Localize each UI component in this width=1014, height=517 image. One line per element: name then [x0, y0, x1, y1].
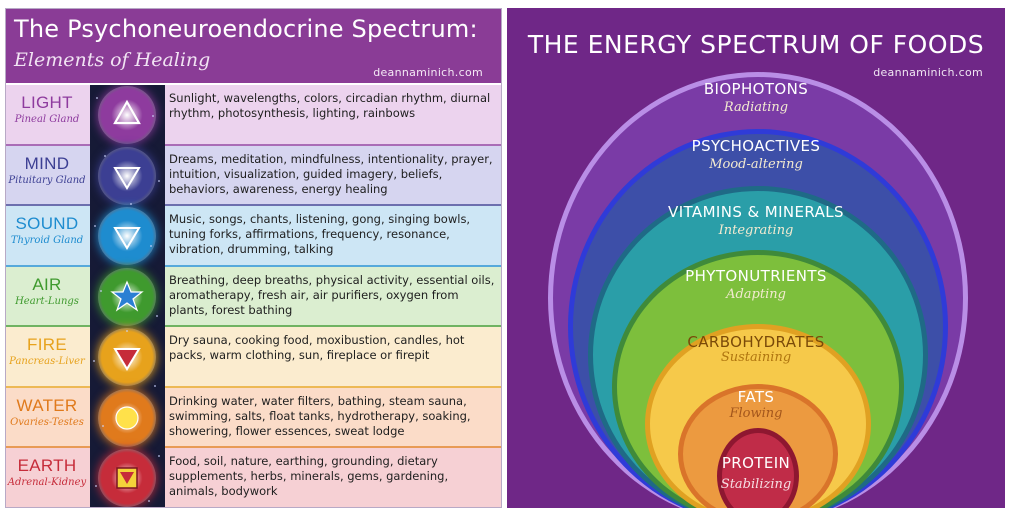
star-dot — [96, 97, 98, 99]
layer-label: PROTEIN — [721, 454, 791, 472]
layer-sublabel: Adapting — [726, 287, 786, 302]
green-chakra-star-icon — [98, 267, 156, 326]
layer-sublabel: Flowing — [729, 406, 783, 421]
layer-label: BIOPHOTONS — [703, 80, 809, 98]
element-description: Sunlight, wavelengths, colors, circadian… — [169, 91, 491, 120]
element-description: Dreams, meditation, mindfulness, intenti… — [169, 151, 493, 196]
row-divider — [6, 325, 501, 327]
row-divider — [6, 385, 501, 388]
layer-label: CARBOHYDRATES — [687, 333, 825, 351]
ring-protein — [717, 428, 799, 508]
right-title: THE ENERGY SPECTRUM OF FOODS — [527, 30, 985, 59]
star-dot — [148, 500, 150, 502]
element-row-earth: EARTH Adrenal-Kidney Food, soil, nature, e… — [6, 448, 501, 507]
layer-label: PSYCHOACTIVES — [691, 137, 821, 155]
orange-chakra-circle-icon — [98, 388, 156, 447]
layer-label: VITAMINS & MINERALS — [668, 203, 844, 221]
element-organ: Heart-Lungs — [15, 295, 79, 307]
violet-chakra-triangle-icon — [98, 86, 156, 144]
left-site-credit: deannaminich.com — [373, 66, 483, 79]
row-divider — [6, 506, 501, 507]
star-dot — [94, 225, 96, 227]
row-divider — [6, 446, 501, 448]
element-row-sound: SOUND Thyroid Gland Music, songs, chants, … — [6, 206, 501, 265]
element-organ: Adrenal-Kidney — [7, 477, 87, 488]
element-name: LIGHT — [21, 93, 73, 112]
layer-sublabel: Integrating — [718, 223, 794, 238]
star-dot — [102, 425, 104, 427]
psychoneuroendocrine-panel: The Psychoneuroendocrine Spectrum: Eleme… — [5, 8, 502, 508]
red-chakra-square-icon — [98, 449, 156, 507]
left-title: The Psychoneuroendocrine Spectrum: — [14, 15, 478, 43]
star-dot — [100, 290, 102, 292]
element-organ: Pituitary Gland — [8, 174, 86, 186]
element-row-fire: FIRE Pancreas-Liver Dry sauna, cooking foo… — [6, 327, 501, 386]
element-description: Music, songs, chants, listening, gong, s… — [169, 212, 471, 256]
element-description: Food, soil, nature, earthing, grounding,… — [169, 454, 449, 498]
element-name: WATER — [16, 395, 78, 415]
indigo-chakra-triangle-icon — [98, 146, 156, 205]
left-subtitle: Elements of Healing — [14, 49, 211, 71]
layer-sublabel: Mood-altering — [709, 157, 803, 172]
right-site-credit: deannaminich.com — [873, 66, 983, 79]
energy-spectrum-panel: THE ENERGY SPECTRUM OF FOODS deannaminic… — [507, 8, 1005, 508]
layer-sublabel: Sustaining — [720, 350, 792, 365]
row-divider — [6, 264, 501, 267]
yellow-chakra-triangle-icon — [98, 328, 156, 386]
star-dot — [93, 360, 95, 362]
row-divider — [6, 204, 501, 206]
star-dot — [152, 115, 154, 117]
element-organ: Pineal Gland — [14, 114, 80, 125]
element-organ: Ovaries-Testes — [10, 416, 84, 428]
star-dot — [156, 315, 158, 317]
element-description: Drinking water, water filters, bathing, … — [169, 393, 471, 438]
star-dot — [126, 330, 128, 332]
element-name: AIR — [32, 274, 62, 294]
layer-sublabel: Radiating — [723, 100, 789, 115]
element-name: EARTH — [17, 456, 77, 475]
element-name: SOUND — [15, 214, 79, 233]
star-dot — [95, 485, 97, 487]
element-name: MIND — [24, 153, 70, 173]
left-header: The Psychoneuroendocrine Spectrum: Eleme… — [6, 9, 501, 83]
blue-chakra-triangle-icon — [98, 207, 156, 265]
star-dot — [158, 455, 160, 457]
element-organ: Pancreas-Liver — [9, 356, 85, 367]
star-dot — [130, 203, 132, 205]
layer-sublabel: Stabilizing — [720, 477, 792, 492]
star-dot — [150, 245, 152, 247]
star-dot — [154, 385, 156, 387]
chakra-strip — [90, 85, 165, 507]
element-description: Dry sauna, cooking food, moxibustion, ca… — [169, 333, 465, 362]
element-description: Breathing, deep breaths, physical activi… — [169, 272, 495, 317]
element-name: FIRE — [27, 335, 67, 354]
layer-label: FATS — [737, 388, 775, 406]
element-organ: Thyroid Gland — [10, 235, 84, 246]
element-row-light: LIGHT Pineal Gland Sunlight, wavelengths, … — [6, 85, 501, 144]
row-divider — [6, 143, 501, 146]
star-dot — [158, 180, 160, 182]
star-dot — [104, 155, 106, 157]
layer-label: PHYTONUTRIENTS — [685, 267, 827, 285]
